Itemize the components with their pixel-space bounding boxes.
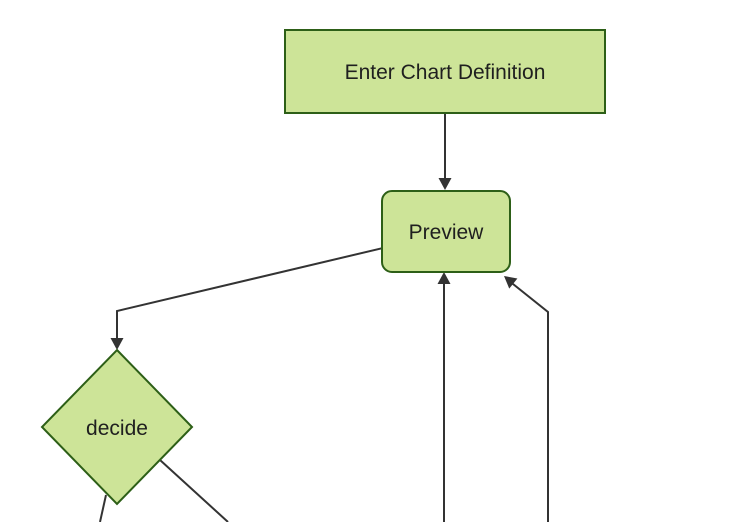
edge-bottomright-to-preview	[507, 279, 549, 522]
edge-preview-to-decide	[116, 247, 384, 339]
node-preview-shape	[381, 190, 511, 273]
arrowhead-icon-into-preview-bottomright	[504, 276, 518, 289]
node-group: Enter Chart Definition Preview decide	[40, 29, 606, 506]
node-enter-chart-definition-label: Enter Chart Definition	[345, 61, 546, 84]
node-decide-label: decide	[86, 417, 148, 440]
arrowhead-icon-into-decide-top	[110, 338, 124, 350]
arrowhead-icon-into-preview-bottom	[437, 272, 451, 284]
node-enter-chart-definition: Enter Chart Definition	[284, 29, 606, 114]
node-decide: decide	[40, 348, 194, 506]
arrowhead-icon-into-preview-top	[438, 178, 452, 190]
node-decide-shape	[40, 348, 194, 506]
node-preview-label: Preview	[409, 221, 485, 244]
edge-group	[99, 113, 549, 522]
node-preview: Preview	[381, 190, 511, 273]
node-enter-chart-definition-shape	[284, 29, 606, 114]
edge-decide-to-offscreen-left	[99, 494, 107, 522]
edge-decide-to-offscreen-right	[159, 459, 229, 522]
arrowhead-group	[110, 178, 518, 350]
